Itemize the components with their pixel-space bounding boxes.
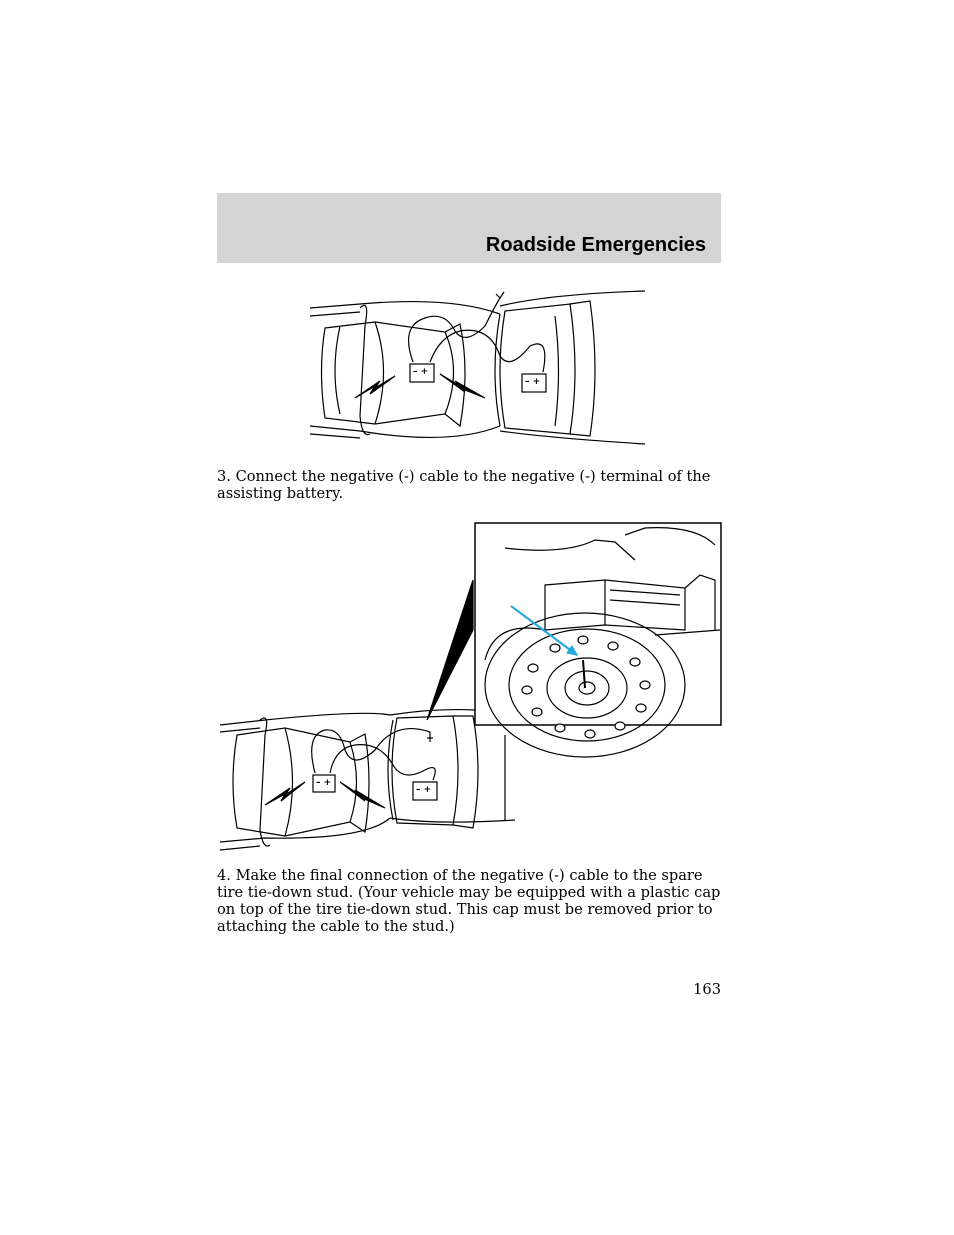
battery-terminal-label-right-2: – + (416, 785, 431, 795)
section-header-band: Roadside Emergencies (217, 193, 721, 263)
section-title: Roadside Emergencies (485, 234, 706, 256)
jump-start-illustration-2: – + – + (215, 520, 725, 858)
page-number: 163 (693, 981, 721, 998)
battery-terminal-label-left: – + (413, 367, 428, 377)
battery-terminal-label-left-2: – + (316, 778, 331, 788)
step-3-text: 3. Connect the negative (-) cable to the… (217, 468, 711, 502)
jump-start-illustration-1: – + – + (300, 286, 645, 456)
step-4-text: 4. Make the final connection of the nega… (217, 867, 721, 935)
battery-terminal-label-right: – + (525, 377, 540, 387)
